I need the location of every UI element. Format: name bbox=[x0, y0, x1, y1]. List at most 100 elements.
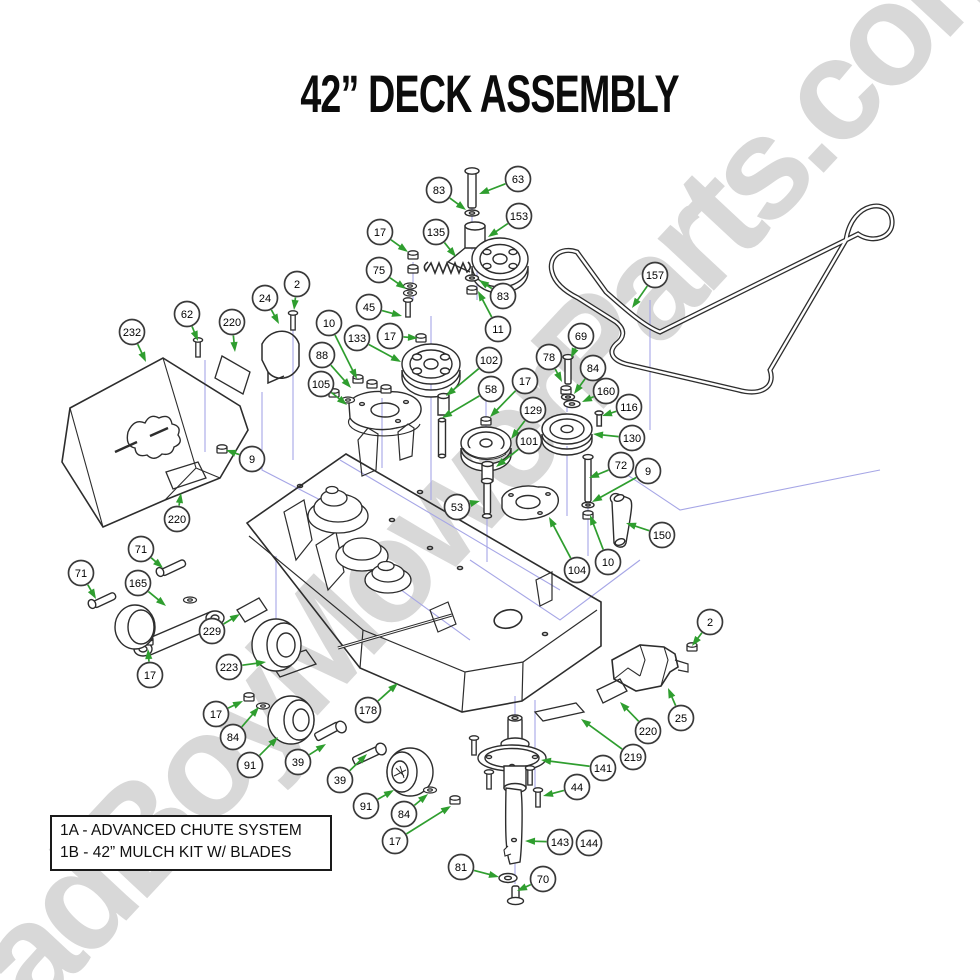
callout-circle bbox=[634, 717, 662, 745]
leader-arrowhead bbox=[446, 246, 456, 257]
leader-line bbox=[377, 687, 394, 702]
callout-number: 62 bbox=[181, 309, 193, 321]
callout-number: 70 bbox=[537, 874, 549, 886]
callout-circle bbox=[198, 617, 226, 645]
leader-arrowhead bbox=[349, 368, 357, 379]
leader-arrowhead bbox=[620, 702, 630, 712]
leader-arrowhead bbox=[496, 457, 507, 467]
callout-circle bbox=[118, 318, 146, 346]
leader-arrowhead bbox=[517, 883, 528, 891]
leader-arrowhead bbox=[190, 330, 198, 341]
belt-157 bbox=[548, 203, 895, 395]
leader-arrowhead bbox=[145, 649, 153, 660]
callout-153: 153 bbox=[488, 202, 533, 237]
leader-arrowhead bbox=[230, 341, 238, 352]
spindle-141 bbox=[477, 714, 547, 865]
leader-arrowhead bbox=[268, 737, 278, 747]
callout-11: 11 bbox=[478, 291, 512, 343]
callout-number: 229 bbox=[203, 626, 221, 638]
callout-number: 105 bbox=[312, 379, 330, 391]
leader-line bbox=[591, 521, 604, 550]
callout-143: 143 bbox=[525, 828, 574, 856]
leader-arrowhead bbox=[590, 515, 597, 526]
callout-circle bbox=[127, 535, 155, 563]
deck-body bbox=[245, 423, 602, 713]
callout-circle bbox=[366, 218, 394, 246]
callout-circle bbox=[634, 457, 662, 485]
callout-circle bbox=[504, 165, 532, 193]
callout-133: 133 bbox=[343, 324, 401, 362]
callout-number: 130 bbox=[623, 433, 641, 445]
leader-arrowhead bbox=[490, 407, 500, 417]
callout-circle bbox=[326, 766, 354, 794]
callout-number: 220 bbox=[223, 317, 241, 329]
callout-2: 2 bbox=[283, 270, 311, 310]
callout-circle bbox=[215, 653, 243, 681]
callout-number: 165 bbox=[129, 578, 147, 590]
callout-number: 2 bbox=[294, 279, 300, 291]
callout-circle bbox=[477, 375, 505, 403]
leader-line bbox=[500, 448, 519, 464]
leader-arrowhead bbox=[271, 313, 279, 324]
callout-circle bbox=[489, 282, 517, 310]
callout-number: 17 bbox=[384, 331, 396, 343]
callout-104: 104 bbox=[549, 517, 591, 584]
leader-arrowhead bbox=[255, 659, 266, 667]
leader-arrowhead bbox=[87, 588, 96, 599]
leader-arrowhead bbox=[626, 522, 637, 530]
leader-line bbox=[547, 760, 590, 768]
callout-17: 17 bbox=[136, 649, 164, 689]
leader-arrowhead bbox=[226, 449, 237, 457]
callout-number: 101 bbox=[520, 436, 538, 448]
callout-number: 11 bbox=[492, 324, 503, 336]
leader-arrowhead bbox=[511, 428, 520, 439]
v-idler-129 bbox=[460, 426, 512, 519]
leader-arrowhead bbox=[455, 201, 466, 210]
leader-arrowhead bbox=[357, 754, 367, 764]
callout-circle bbox=[505, 202, 533, 230]
leader-arrowhead bbox=[446, 386, 456, 396]
leader-arrowhead bbox=[488, 228, 499, 237]
callout-81: 81 bbox=[447, 853, 499, 881]
callout-84: 84 bbox=[574, 354, 607, 394]
spindle-plate-105 bbox=[348, 390, 422, 437]
callout-91: 91 bbox=[236, 737, 278, 779]
discharge-chute-25 bbox=[611, 644, 689, 692]
callout-10: 10 bbox=[590, 515, 622, 576]
callout-17: 17 bbox=[202, 700, 243, 728]
callout-157: 157 bbox=[632, 261, 669, 308]
leader-arrowhead bbox=[397, 243, 408, 252]
callout-circle bbox=[124, 569, 152, 597]
callout-number: 25 bbox=[675, 713, 687, 725]
callout-116: 116 bbox=[602, 393, 643, 421]
idler-arm-104 bbox=[501, 485, 559, 521]
callout-circle bbox=[696, 608, 724, 636]
callout-number: 72 bbox=[615, 460, 627, 472]
callout-141: 141 bbox=[541, 754, 617, 782]
callout-219: 219 bbox=[581, 719, 647, 771]
callout-circle bbox=[563, 556, 591, 584]
callout-circle bbox=[307, 370, 335, 398]
callout-101: 101 bbox=[496, 427, 543, 467]
callout-circle bbox=[641, 261, 669, 289]
wheels bbox=[114, 604, 434, 797]
callout-number: 84 bbox=[227, 732, 239, 744]
callout-84: 84 bbox=[219, 707, 259, 751]
callout-78: 78 bbox=[535, 343, 563, 382]
callout-circle bbox=[579, 354, 607, 382]
idler-cluster-top bbox=[446, 167, 529, 294]
leader-arrowhead bbox=[581, 719, 592, 728]
callout-circle bbox=[343, 324, 371, 352]
callout-75: 75 bbox=[365, 256, 406, 289]
leader-arrowhead bbox=[479, 187, 490, 194]
callout-circle bbox=[567, 322, 595, 350]
leader-line bbox=[599, 433, 619, 438]
leader-line bbox=[624, 706, 640, 722]
callout-circle bbox=[594, 548, 622, 576]
leader-arrowhead bbox=[469, 500, 480, 508]
callout-160: 160 bbox=[582, 377, 620, 405]
callout-number: 133 bbox=[348, 333, 366, 345]
callout-circle bbox=[511, 367, 539, 395]
callout-number: 45 bbox=[363, 302, 375, 314]
